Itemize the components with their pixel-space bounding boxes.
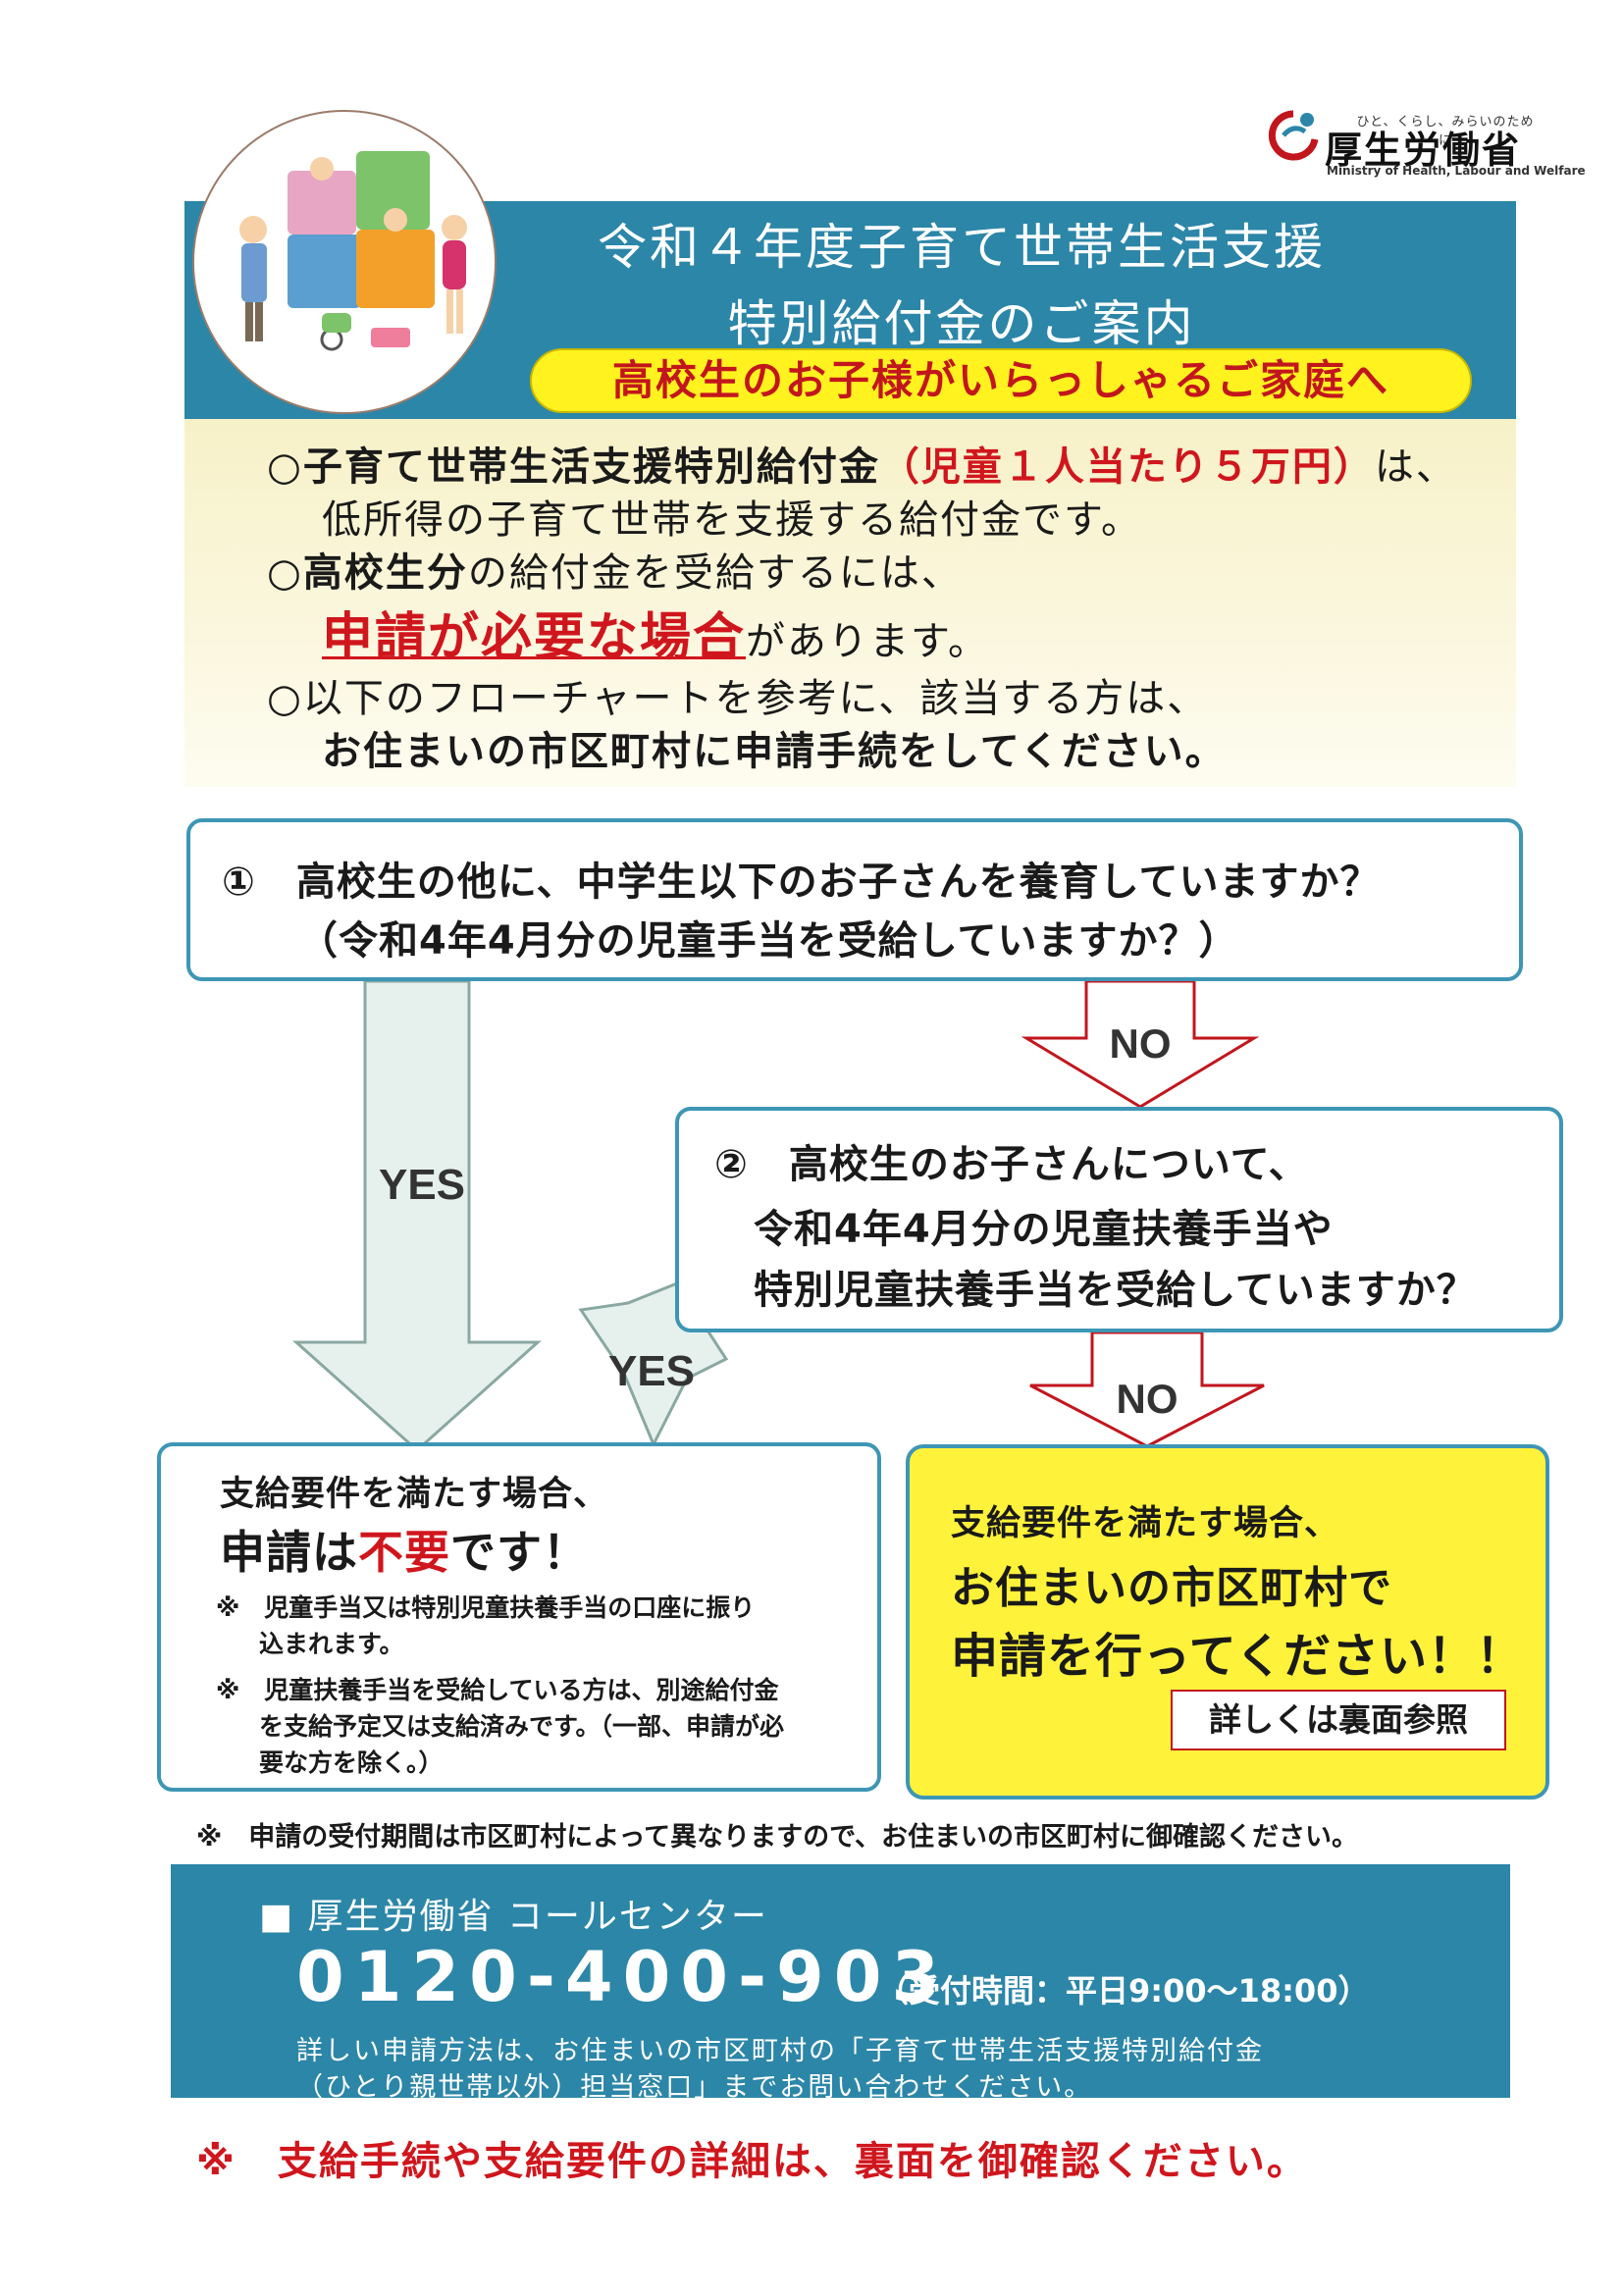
puzzle-family-icon [239, 151, 467, 351]
ministry-name: 厚生労働省 [1325, 129, 1522, 172]
intro-paragraph-2-line2: 申請が必要な場合があります。 [322, 596, 989, 669]
benefit-amount: （児童１人当たり５万円） [879, 444, 1375, 490]
result-text: 申請は [220, 1526, 358, 1579]
question-2-text-line2: 令和4年4月分の児童扶養手当や [754, 1207, 1334, 1252]
result-condition: 支給要件を満たす場合、 [951, 1504, 1340, 1543]
question-2-text: ② 高校生のお子さんについて、 [714, 1142, 1309, 1187]
note-line: 込まれます。 [259, 1630, 404, 1658]
bullet: ○ [267, 444, 303, 490]
ministry-name-en: Ministry of Health, Labour and Welfare [1327, 164, 1586, 178]
intro-text: があります。 [746, 619, 990, 664]
application-required-emphasis: 申請が必要な場合 [322, 608, 747, 667]
question-1-text: ① 高校生の他に、中学生以下のお子さんを養育していますか？ [222, 860, 1381, 905]
question-1-box: ① 高校生の他に、中学生以下のお子さんを養育していますか？ （令和4年4月分の児… [186, 818, 1523, 981]
note-line: ※ 児童手当又は特別児童扶養手当の口座に振り [216, 1593, 756, 1622]
yes-arrow-main [292, 979, 542, 1453]
call-center-detail-line2: （ひとり親世帯以外）担当窓口」までお問い合わせください。 [296, 2072, 1093, 2103]
call-center-section: ■ 厚生労働省 コールセンター 0120-400-903 （受付時間：平日9:0… [171, 1864, 1510, 2103]
see-reverse-details-note: ※ 支給手続や支給要件の詳細は、裏面を御確認ください。 [196, 2139, 1308, 2184]
result-note-2: ※ 児童扶養手当を受給している方は、別途給付金 を支給予定又は支給済みです。（一… [216, 1672, 784, 1781]
no-arrow-top [1021, 979, 1260, 1109]
question-1-subtext: （令和4年4月分の児童手当を受給していますか？） [298, 918, 1239, 964]
result-apply-instruction: 申請を行ってください！！ [951, 1629, 1525, 1684]
intro-section: ○子育て世帯生活支援特別給付金（児童１人当たり５万円）は、 低所得の子育て世帯を… [184, 419, 1516, 787]
result-text: です！ [450, 1526, 589, 1579]
intro-paragraph-3-line2: お住まいの市区町村に申請手続をしてください。 [322, 719, 1227, 776]
intro-text: の給付金を受給するには、 [467, 550, 963, 596]
note-line: を支給予定又は支給済みです。（一部、申請が必 [259, 1712, 785, 1741]
result-note-1: ※ 児童手当又は特別児童扶養手当の口座に振り 込まれます。 [216, 1590, 755, 1662]
question-2-box: ② 高校生のお子さんについて、 令和4年4月分の児童扶養手当や 特別児童扶養手当… [675, 1107, 1563, 1332]
yes-label-main: YES [379, 1161, 465, 1209]
intro-paragraph-2: ○高校生分の給付金を受給するには、 [267, 541, 963, 598]
intro-paragraph-3: ○以下のフローチャートを参考に、該当する方は、 [267, 676, 1209, 721]
result-apply-location: お住まいの市区町村で [951, 1563, 1392, 1613]
ministry-logo-icon [1268, 110, 1319, 161]
no-label-bottom: NO [1117, 1376, 1178, 1422]
intro-paragraph-1-line2: 低所得の子育て世帯を支援する給付金です。 [322, 497, 1142, 543]
family-puzzle-illustration [192, 110, 497, 414]
yes-label-side: YES [608, 1347, 695, 1395]
result-apply-box: 支給要件を満たす場合、 お住まいの市区町村で 申請を行ってください！！ [906, 1444, 1549, 1800]
benefit-name: 子育て世帯生活支援特別給付金 [302, 444, 880, 490]
application-period-footnote: ※ 申請の受付期間は市区町村によって異なりますので、お住まいの市区町村に御確認く… [196, 1822, 1359, 1852]
page-title-line1: 令和４年度子育て世帯生活支援 [598, 219, 1326, 276]
apply-at-municipality: お住まいの市区町村に申請手続 [322, 729, 899, 774]
call-center-phone-number: 0120-400-903 [296, 1937, 950, 2017]
not-required-emphasis: 不要 [358, 1526, 450, 1579]
no-label-top: NO [1110, 1020, 1172, 1067]
logo-tagline: ひと、くらし、みらいのために [1356, 115, 1535, 148]
page-title-line2: 特別給付金のご案内 [727, 295, 1196, 352]
call-center-hours: （受付時間：平日9:00～18:00） [877, 1972, 1370, 2009]
note-line: ※ 児童扶養手当を受給している方は、別途給付金 [216, 1676, 779, 1704]
result-no-application: 申請は不要です！ [220, 1517, 589, 1582]
bullet: ○ [267, 550, 303, 596]
result-no-application-box: 支給要件を満たす場合、 申請は不要です！ ※ 児童手当又は特別児童扶養手当の口座… [157, 1442, 881, 1792]
call-center-detail: 詳しい申請方法は、お住まいの市区町村の「子育て世帯生活支援特別給付金 [296, 2036, 1264, 2066]
audience-banner: 高校生のお子様がいらっしゃるご家庭へ [530, 348, 1472, 413]
see-reverse-side-note: 詳しくは裏面参照 [1171, 1690, 1506, 1750]
intro-paragraph-1: ○子育て世帯生活支援特別給付金（児童１人当たり５万円）は、 [267, 435, 1457, 492]
note-line: 要な方を除く。） [259, 1748, 444, 1777]
no-arrow-bottom [1029, 1331, 1265, 1448]
question-2-text-line3: 特別児童扶養手当を受給していますか？ [754, 1268, 1477, 1313]
result-condition: 支給要件を満たす場合、 [220, 1475, 609, 1514]
intro-text: は、 [1374, 444, 1457, 490]
intro-text: をしてください。 [899, 729, 1227, 774]
call-center-title: ■ 厚生労働省 コールセンター [259, 1897, 768, 1937]
high-school-portion: 高校生分 [302, 550, 468, 596]
